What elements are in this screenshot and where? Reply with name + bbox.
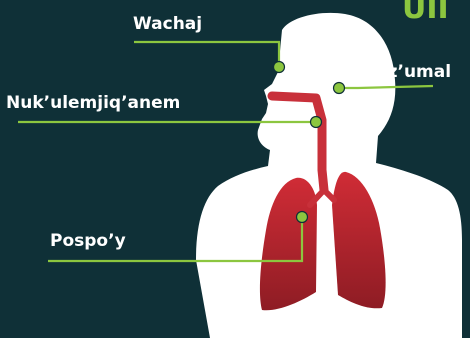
lungs-point	[297, 212, 308, 223]
mouth-point	[334, 83, 345, 94]
throat-point	[311, 117, 322, 128]
label-nose: Wachaj	[133, 16, 202, 33]
label-mouth: Tz’umal	[376, 64, 451, 81]
nose-point	[274, 62, 285, 73]
label-throat: Nuk’ulemjiq’anem	[6, 95, 180, 112]
title-fragment: UII	[402, 0, 449, 24]
connector-nose	[134, 42, 279, 67]
label-lungs: Pospo’y	[50, 233, 126, 250]
